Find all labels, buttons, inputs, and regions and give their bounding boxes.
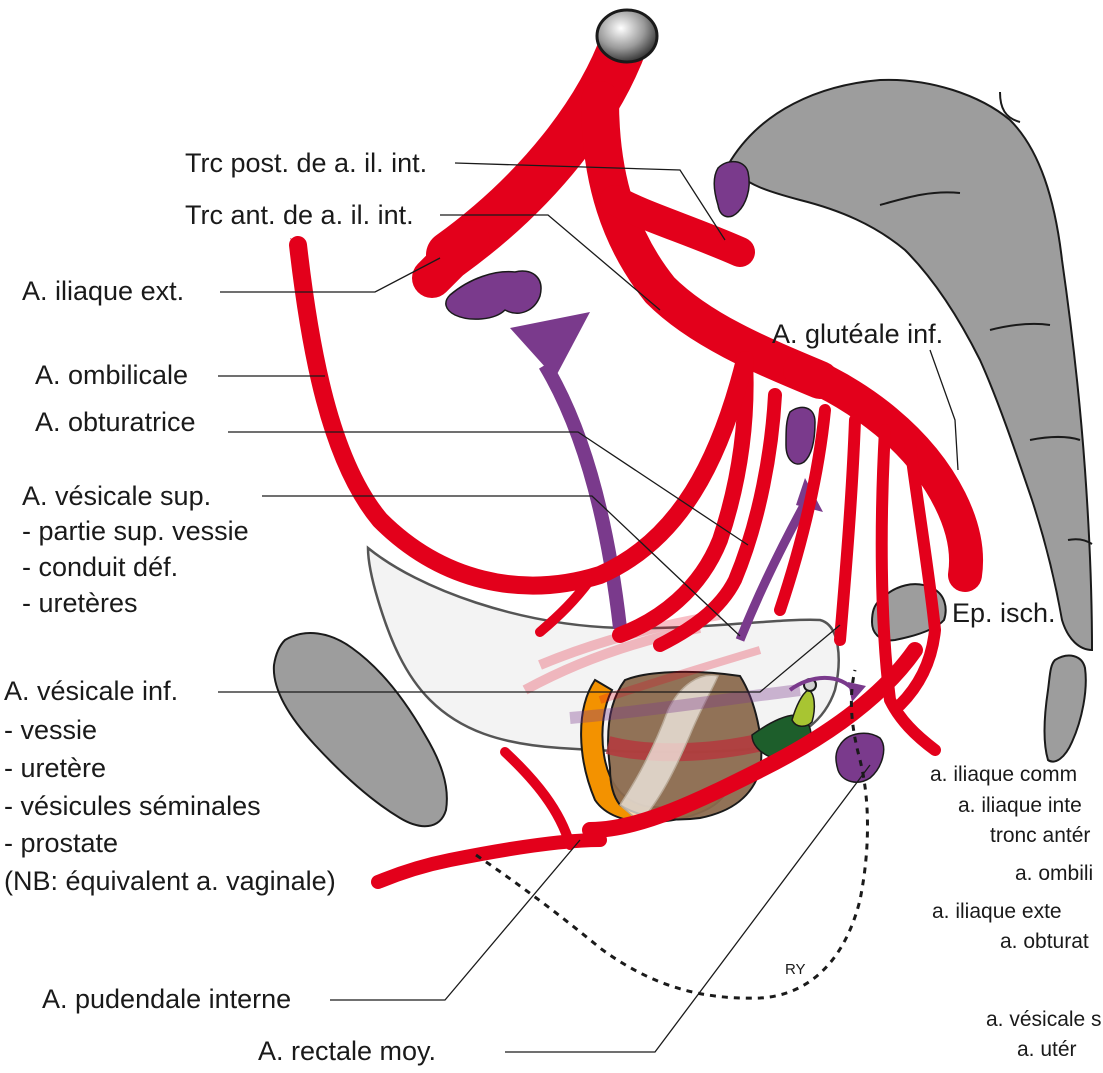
legend-line: a. iliaque comm — [930, 763, 1077, 786]
vesical-inf-branch — [505, 752, 570, 845]
branch-artery — [840, 420, 855, 640]
flow-arrow-large-head — [510, 312, 590, 378]
label-ep-isch: Ep. isch. — [952, 598, 1056, 628]
legend-line: a. obturat — [1000, 930, 1089, 953]
legend-line: a. vésicale s — [986, 1008, 1102, 1031]
legend-line: a. ombili — [1015, 862, 1093, 885]
label-vesicale-sup-item: - conduit déf. — [22, 552, 178, 582]
label-vesicale-sup: A. vésicale sup. — [22, 481, 211, 511]
label-obturatrice: A. obturatrice — [35, 407, 196, 437]
label-signature: RY — [785, 961, 806, 978]
label-vesicale-inf-item: - uretère — [4, 753, 106, 783]
label-iliaque-ext: A. iliaque ext. — [22, 276, 184, 306]
label-pudendale: A. pudendale interne — [42, 984, 291, 1014]
label-rectale: A. rectale moy. — [258, 1036, 436, 1066]
label-vesicale-inf: A. vésicale inf. — [4, 676, 178, 706]
legend-line: a. utér — [1017, 1038, 1077, 1061]
nerve-node — [714, 162, 749, 217]
label-vesicale-inf-item: - vessie — [4, 715, 97, 745]
label-vesicale-sup-item: - uretères — [22, 588, 138, 618]
legend-line: a. iliaque exte — [932, 900, 1062, 923]
nerve-node — [836, 733, 884, 782]
label-trc-post: Trc post. de a. il. int. — [185, 148, 427, 178]
legend-line: a. iliaque inte — [958, 794, 1082, 817]
vessel-cut-end — [597, 10, 657, 62]
nerve-node — [446, 271, 541, 319]
coccyx-bone — [1045, 656, 1086, 762]
label-trc-ant: Trc ant. de a. il. int. — [185, 200, 414, 230]
label-vesicale-inf-item: (NB: équivalent a. vaginale) — [4, 866, 336, 896]
label-vesicale-inf-item: - prostate — [4, 828, 118, 858]
nerve-node — [786, 407, 815, 464]
label-glut: A. glutéale inf. — [772, 319, 943, 349]
label-ombilicale: A. ombilicale — [35, 360, 188, 390]
legend-line: tronc antér — [990, 824, 1090, 847]
label-vesicale-inf-item: - vésicules séminales — [4, 791, 261, 821]
leader-iliaque-ext — [220, 258, 440, 292]
label-vesicale-sup-item: - partie sup. vessie — [22, 516, 249, 546]
